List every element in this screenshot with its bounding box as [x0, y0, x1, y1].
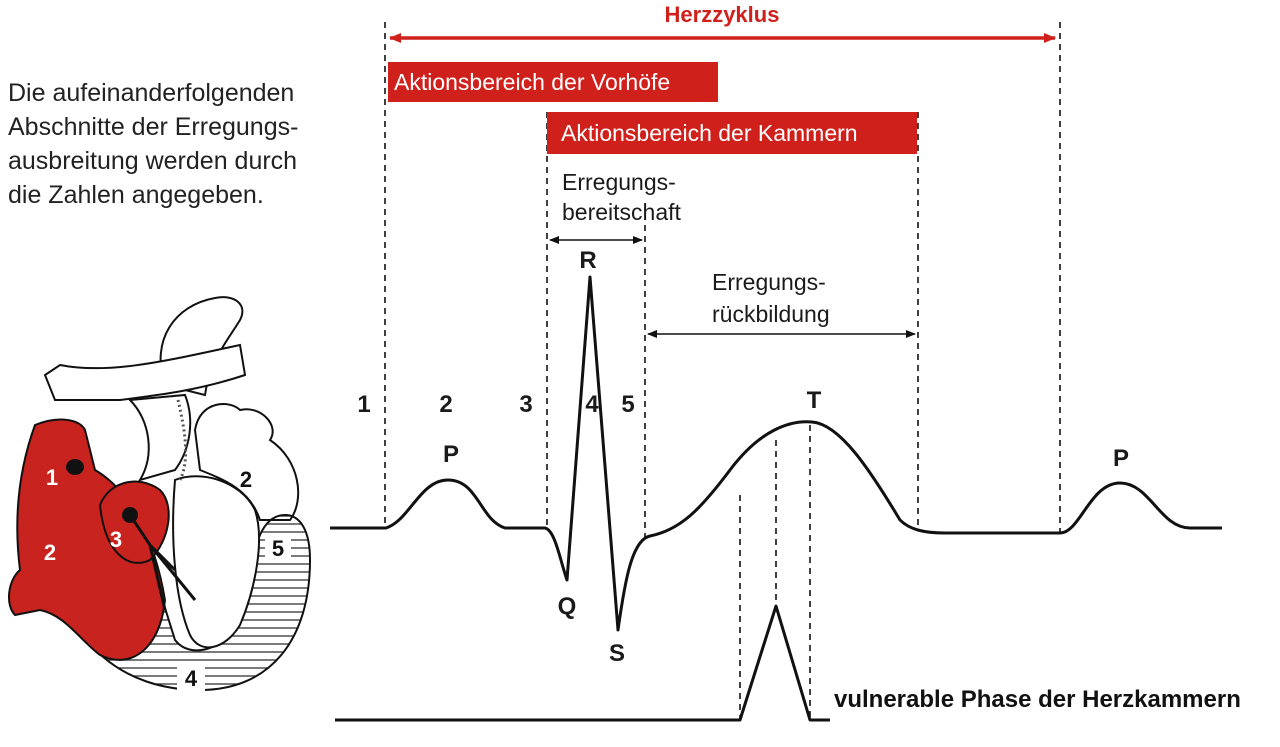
heart-illustration: 1 2 3 2 5 4 [8, 296, 312, 692]
right-atrium [8, 418, 167, 661]
description-line-3: ausbreitung werden durch [8, 147, 298, 175]
vulnerable-phase-trace [335, 604, 830, 722]
heart-label-3: 3 [110, 527, 122, 552]
description-line-2: Abschnitte der Erregungs- [8, 113, 299, 141]
ventricles-bar-label: Aktionsbereich der Kammern [561, 120, 858, 146]
sa-node [66, 459, 84, 475]
wave-label-p: P [443, 441, 459, 468]
cycle-title: Herzzyklus [665, 2, 780, 27]
excitability-label-line2: bereitschaft [562, 199, 682, 225]
description-line-4: die Zahlen angegeben. [8, 181, 264, 209]
atria-bar-label: Aktionsbereich der Vorhöfe [394, 69, 670, 95]
heart-label-2-white: 2 [240, 467, 252, 492]
pulmonary-trunk [127, 393, 192, 482]
description-text: Die aufeinanderfolgenden Abschnitte der … [8, 76, 348, 212]
repolarization-label-line2: rückbildung [712, 301, 830, 327]
wave-label-p2: P [1113, 445, 1129, 472]
wave-label-s: S [609, 640, 625, 667]
ventricles-bar [547, 112, 917, 154]
heart-label-4-box [177, 662, 205, 692]
phase-number-1: 1 [357, 391, 370, 418]
pulmonary-vessel [43, 343, 247, 401]
heart-label-2-red: 2 [44, 540, 56, 565]
description-line-1: Die aufeinanderfolgenden [8, 79, 295, 107]
heart-label-5: 5 [272, 536, 284, 561]
phase-number-2: 2 [439, 391, 452, 418]
left-ventricle [172, 475, 261, 649]
atria-bar [388, 62, 718, 102]
heart-label-4: 4 [185, 666, 198, 691]
phase-number-3: 3 [519, 391, 532, 418]
heart-label-1: 1 [46, 465, 58, 490]
av-node [122, 507, 138, 523]
excitability-label-line1: Erregungs- [562, 169, 676, 195]
guide-lines [384, 22, 1061, 720]
wave-label-r: R [579, 247, 596, 274]
repolarization-label-line1: Erregungs- [712, 269, 826, 295]
phase-number-5: 5 [621, 391, 634, 418]
heart-label-5-box [265, 533, 291, 563]
phase-number-4: 4 [585, 391, 599, 418]
wave-label-q: Q [558, 593, 577, 620]
wave-label-t: T [807, 387, 822, 414]
conduction-bundle [128, 514, 197, 611]
vulnerable-phase-label: vulnerable Phase der Herzkammern [834, 686, 1241, 713]
ecg-trace [330, 275, 1222, 632]
